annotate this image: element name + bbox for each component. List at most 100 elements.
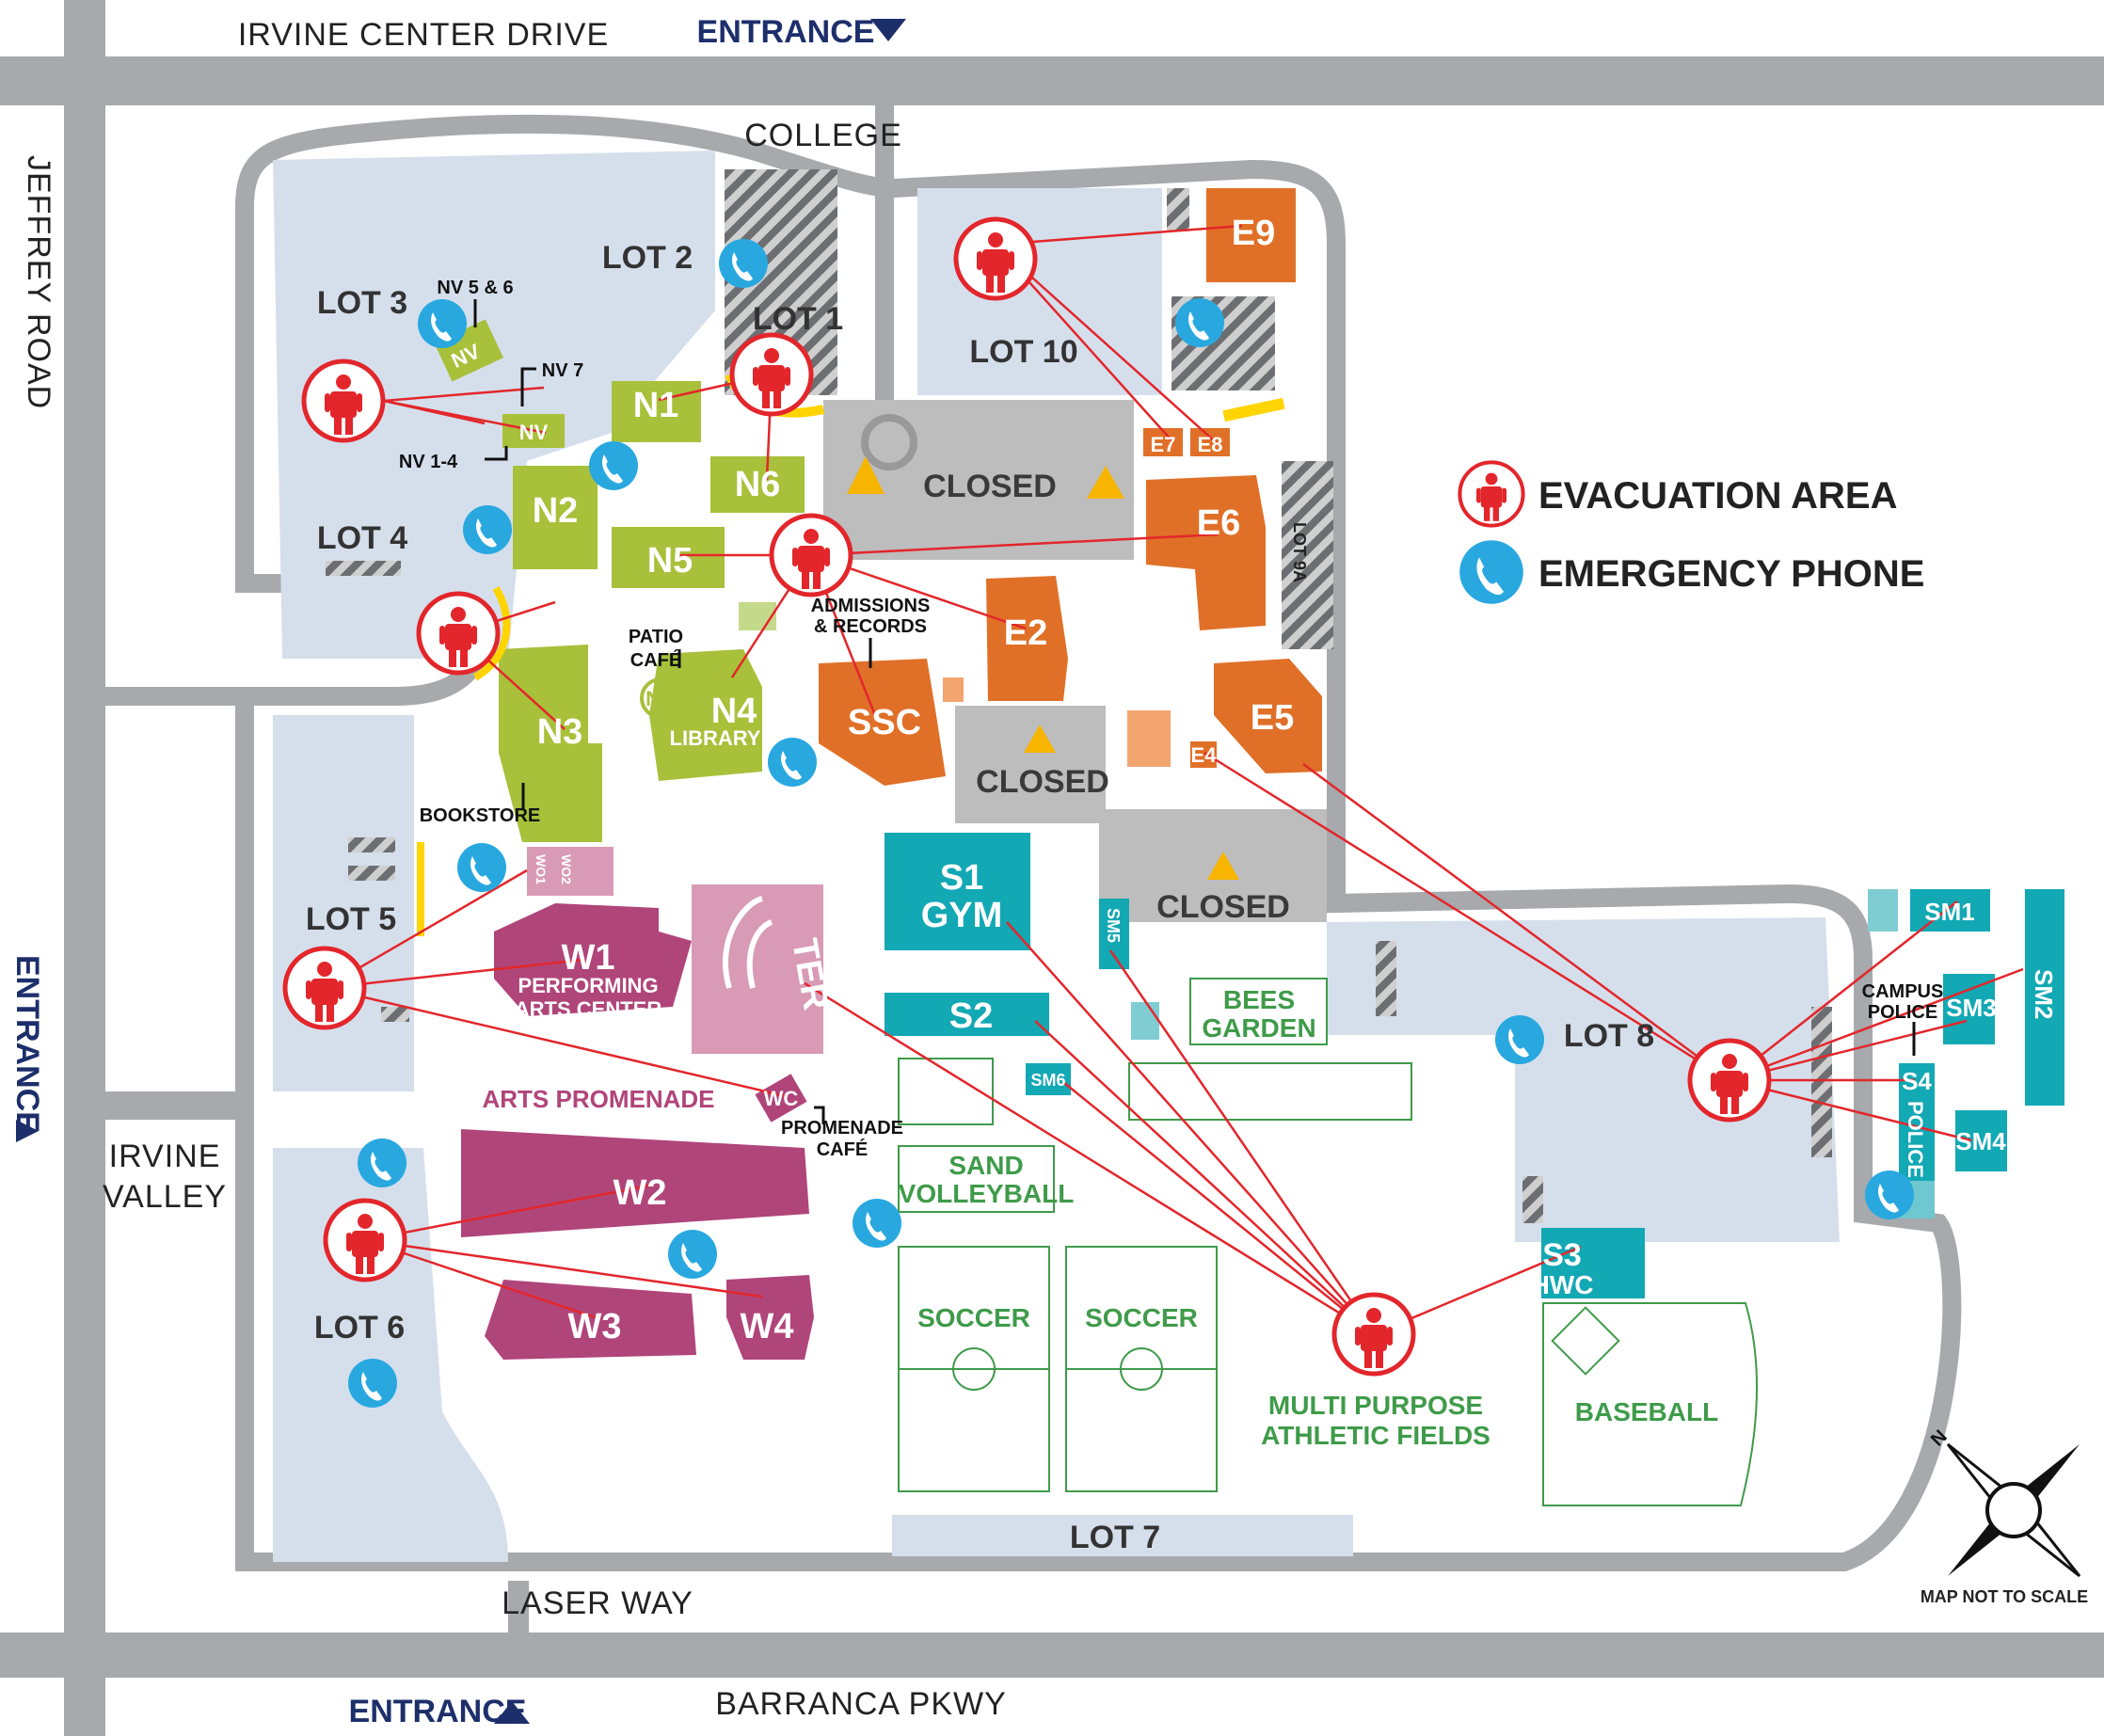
note-campus: CAMPUS: [1862, 981, 1944, 1002]
baseball-field: [1542, 1302, 1759, 1506]
emergency-phone-icon[interactable]: [463, 505, 512, 554]
emergency-phone-icon[interactable]: [719, 239, 768, 288]
lot-9a-label: LOT 9A: [1290, 522, 1309, 582]
emergency-phone-icon[interactable]: [457, 843, 506, 892]
hatched-strip: [1811, 1007, 1832, 1157]
building-sm5-label: SM5: [1104, 908, 1123, 943]
building-s1[interactable]: [885, 833, 1030, 950]
building-n5[interactable]: [612, 527, 725, 588]
emergency-phone-icon[interactable]: [418, 299, 467, 348]
evacuation-area-icon[interactable]: [326, 1201, 405, 1280]
legend-evacuation-label: EVACUATION AREA: [1538, 475, 1897, 517]
entrance-label-top: ENTRANCE: [697, 14, 875, 50]
building-n1[interactable]: [612, 381, 701, 442]
building-s3[interactable]: [1541, 1228, 1645, 1298]
road-label-valley: VALLEY: [103, 1179, 227, 1215]
building-sm4[interactable]: [1955, 1110, 2007, 1171]
evacuation-area-icon[interactable]: [732, 335, 811, 414]
soccer-a-label: SOCCER: [917, 1303, 1030, 1332]
emergency-phone-icon[interactable]: [1495, 1015, 1544, 1064]
building-wc[interactable]: [755, 1074, 807, 1123]
building-sm3[interactable]: [1943, 974, 1995, 1044]
building-e2[interactable]: [986, 576, 1068, 701]
building-w2-label: W2: [614, 1173, 667, 1213]
building-n2[interactable]: [513, 466, 598, 569]
closed-label-1: CLOSED: [923, 469, 1057, 504]
evacuation-area-icon[interactable]: [1690, 1041, 1769, 1120]
note-bookstore: BOOKSTORE: [420, 805, 541, 826]
emergency-phone-icon[interactable]: [358, 1139, 406, 1187]
building-e8[interactable]: [1190, 428, 1230, 456]
emergency-phone-icon[interactable]: [348, 1359, 397, 1408]
lot-2-area: [527, 151, 715, 376]
building-nc-label: NC: [646, 687, 676, 710]
building-sm2[interactable]: [2025, 889, 2064, 1106]
building-wo1-label: WO1: [534, 854, 549, 884]
building-n6-label: N6: [735, 465, 781, 504]
emergency-phone-icon[interactable]: [668, 1230, 717, 1279]
evacuation-area-icon[interactable]: [1334, 1295, 1413, 1374]
building-s2[interactable]: [885, 993, 1049, 1036]
bees-garden: [1189, 978, 1328, 1045]
emergency-phone-icon[interactable]: [768, 738, 817, 787]
note-nv-5-6: NV 5 & 6: [437, 278, 513, 298]
cone-icon: [1024, 725, 1056, 753]
parking-lots: [273, 151, 1840, 1562]
entrance-arrow-up-icon: [494, 1701, 530, 1724]
sand-volleyball-label: SAND: [948, 1151, 1023, 1180]
entrance-arrow-down-icon: [870, 19, 906, 41]
building-ter[interactable]: [692, 884, 823, 1054]
lot-8-label: LOT 8: [1564, 1018, 1654, 1054]
building-e7[interactable]: [1143, 428, 1183, 456]
evacuation-area-icon[interactable]: [285, 948, 364, 1027]
building-nc[interactable]: [640, 677, 681, 719]
building-sm6-label: SM6: [1030, 1071, 1065, 1090]
evacuation-area-icon[interactable]: [304, 361, 383, 440]
building-ssc[interactable]: [819, 659, 946, 786]
closed-label-2: CLOSED: [976, 764, 1109, 800]
note-patio-cafe: CAFÉ: [630, 649, 681, 671]
building-sm6[interactable]: [1026, 1063, 1071, 1095]
building-e9[interactable]: [1206, 188, 1296, 282]
emergency-phone-icon[interactable]: [589, 441, 638, 490]
closed-label-3: CLOSED: [1156, 889, 1290, 925]
building-n6[interactable]: [710, 456, 805, 513]
evacuation-routes: [324, 224, 2024, 1336]
evacuation-area-icon[interactable]: [956, 219, 1035, 298]
multi-purpose-label: MULTI PURPOSE: [1268, 1391, 1483, 1420]
building-w3[interactable]: [485, 1280, 696, 1360]
building-w1[interactable]: [494, 903, 692, 1016]
building-s3-sub-label: HWC: [1531, 1270, 1594, 1299]
west-buildings: [417, 842, 823, 1360]
athletic-fields-label: ATHLETIC FIELDS: [1261, 1421, 1490, 1450]
building-wo[interactable]: [527, 847, 614, 896]
cone-icon: [847, 456, 885, 494]
building-w4[interactable]: [726, 1275, 814, 1360]
emergency-phone-icon[interactable]: [1175, 298, 1224, 347]
entrance-label-bottom: ENTRANCE: [349, 1694, 527, 1729]
athletic-fields: [898, 978, 1759, 1506]
evacuation-area-icon[interactable]: [419, 594, 498, 673]
building-sm1-label: SM1: [1924, 898, 1974, 926]
building-e6[interactable]: [1146, 475, 1266, 630]
building-w2[interactable]: [461, 1129, 809, 1237]
building-e2-label: E2: [1004, 613, 1047, 653]
building-s1-label: S1: [940, 858, 983, 898]
road-label-barranca: BARRANCA PKWY: [715, 1686, 1007, 1722]
building-n4-label: N4: [711, 692, 757, 731]
building-e5[interactable]: [1214, 659, 1322, 773]
building-n4[interactable]: [649, 649, 762, 781]
closed-area-2: [955, 706, 1106, 823]
note-admissions: ADMISSIONS: [811, 596, 931, 616]
building-n3-label: N3: [537, 712, 583, 752]
evacuation-area-icon[interactable]: [772, 516, 851, 595]
building-e4[interactable]: [1190, 741, 1217, 768]
south-buildings: [885, 833, 2064, 1298]
emergency-phone-icon[interactable]: [853, 1199, 901, 1248]
hatched-strip: [348, 837, 395, 852]
building-n4-sub-label: LIBRARY: [670, 726, 761, 750]
building-s3-label: S3: [1542, 1237, 1582, 1273]
lot-7-label: LOT 7: [1070, 1520, 1160, 1555]
building-sm1[interactable]: [1910, 889, 1990, 932]
lot-7-area: [892, 1515, 1353, 1556]
